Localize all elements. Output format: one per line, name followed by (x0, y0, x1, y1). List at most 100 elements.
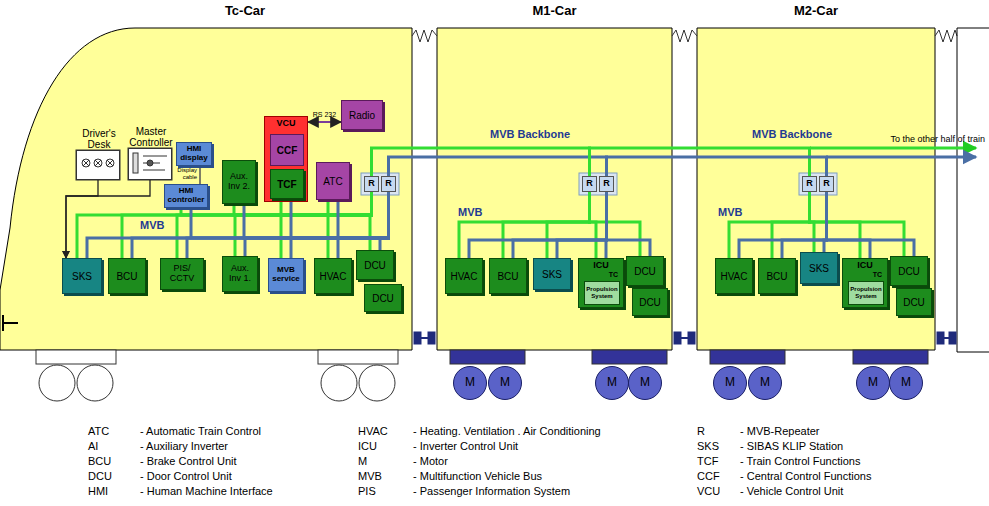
box-label: R (385, 179, 392, 189)
box-label: HVAC (720, 271, 747, 282)
hmi-box: HMI controller (164, 184, 208, 208)
label-anchor: R (697, 425, 705, 438)
box-label: DCU (639, 297, 661, 308)
box-label: DCU (903, 297, 925, 308)
desk-panel (83, 160, 89, 166)
box-label: PIS/ CCTV (163, 264, 201, 284)
desk-panel (106, 159, 114, 167)
box-label: Propulsion System (850, 286, 882, 299)
desk-panel (94, 159, 102, 167)
control-panel: Driver's Desk (76, 150, 120, 180)
text-holder: M (859, 376, 887, 389)
text-holder: R (820, 179, 833, 189)
bogie (592, 350, 667, 364)
label-anchor: - Passenger Information System (413, 485, 570, 498)
legend-abbreviation: TCF (697, 455, 718, 468)
unit-box: DCU (364, 284, 402, 312)
box-label: BCU (497, 271, 518, 282)
desk-panel (107, 160, 113, 166)
box-label: R (806, 179, 813, 189)
coupler (674, 332, 681, 344)
label-anchor: - Human Machine Interface (140, 485, 273, 498)
label-anchor: MVB (358, 470, 382, 483)
label-anchor: SKS (697, 440, 719, 453)
box-label: HMI controller (167, 187, 205, 205)
label-anchor: ATC (88, 425, 109, 438)
box-label: SKS (542, 269, 562, 280)
label-anchor: MVB Backbone (752, 128, 832, 141)
label-anchor: VCU (697, 485, 720, 498)
next-car-outline (957, 352, 989, 353)
function-box: CCF (270, 134, 304, 166)
repeater-box: R (364, 176, 379, 192)
label-anchor: MVB (718, 206, 742, 219)
legend-abbreviation: ATC (88, 425, 109, 438)
coupler (688, 332, 695, 344)
box-label: R (368, 179, 375, 189)
legend-definition: - Central Control Functions (740, 470, 871, 483)
text-holder: SKS (803, 263, 835, 274)
box-label: R (823, 179, 830, 189)
legend-abbreviation: AI (88, 440, 98, 453)
box-label: HVAC (319, 271, 346, 282)
trailer-wheel (39, 365, 75, 401)
unit-box: DCU (890, 256, 928, 286)
text-holder: R (583, 179, 596, 189)
text-holder: SKS (536, 269, 568, 280)
coupler (428, 332, 435, 344)
text-holder: DCU (893, 266, 925, 277)
car-title: M2-Car (766, 4, 866, 18)
coupler (944, 337, 949, 339)
box-label: M (465, 376, 475, 389)
trailer-wheel (39, 365, 395, 401)
unit-box: ATC (316, 162, 350, 200)
text-holder: Radio (344, 110, 380, 121)
repeater-box: R (381, 176, 396, 192)
next-car-outline (957, 28, 958, 352)
unit-box: HVAC (314, 258, 352, 294)
label-anchor: HVAC (358, 425, 388, 438)
hmi-box: MVB service (268, 258, 304, 292)
trailer-wheel (321, 365, 357, 401)
text-holder: M (598, 376, 626, 389)
legend-abbreviation: DCU (88, 470, 112, 483)
coupler (421, 337, 428, 339)
box-label: HVAC (450, 271, 477, 282)
text-holder: Propulsion System (586, 286, 618, 299)
legend-abbreviation: M (358, 455, 367, 468)
text-holder: M (751, 376, 779, 389)
text-holder: VCU (267, 119, 305, 129)
bus-title: MVB Backbone (752, 128, 832, 141)
text-holder: HMI display (179, 145, 209, 163)
coupler (681, 337, 688, 339)
inverter-box: ICUTCPropulsion System (578, 258, 624, 308)
label-anchor: DCU (88, 470, 112, 483)
box-label: M (901, 376, 911, 389)
legend-abbreviation: BCU (88, 455, 111, 468)
legend-definition: - SIBAS KLIP Station (740, 440, 843, 453)
legend-definition: - Brake Control Unit (140, 455, 237, 468)
label-anchor: - Train Control Functions (740, 455, 860, 468)
label-anchor: To the other half of train (890, 134, 985, 144)
legend-abbreviation: SKS (697, 440, 719, 453)
text-holder: HVAC (718, 271, 750, 282)
bogie (36, 350, 116, 364)
box-label: DCU (634, 266, 656, 277)
caption-anchor: Driver's Desk (74, 128, 124, 151)
text-holder: Aux. Inv 1. (225, 264, 255, 284)
text-holder: BCU (492, 271, 524, 282)
trailer-wheel (77, 365, 113, 401)
repeater-frame (799, 173, 837, 195)
bogie (36, 350, 928, 364)
vcu-frame: VCUCCFTCF (264, 116, 308, 202)
label-anchor: - Heating. Ventilation . Air Conditionin… (413, 425, 601, 438)
text-holder: PIS/ CCTV (163, 264, 201, 284)
legend-definition: - Vehicle Control Unit (740, 485, 843, 498)
coupler (414, 332, 421, 344)
label-anchor: MVB (458, 206, 482, 219)
legend-definition: - Human Machine Interface (140, 485, 273, 498)
title-anchor: M1-Car (505, 4, 605, 18)
label-anchor: AI (88, 440, 98, 453)
next-car-outline (957, 28, 989, 29)
car-spring (672, 30, 697, 42)
